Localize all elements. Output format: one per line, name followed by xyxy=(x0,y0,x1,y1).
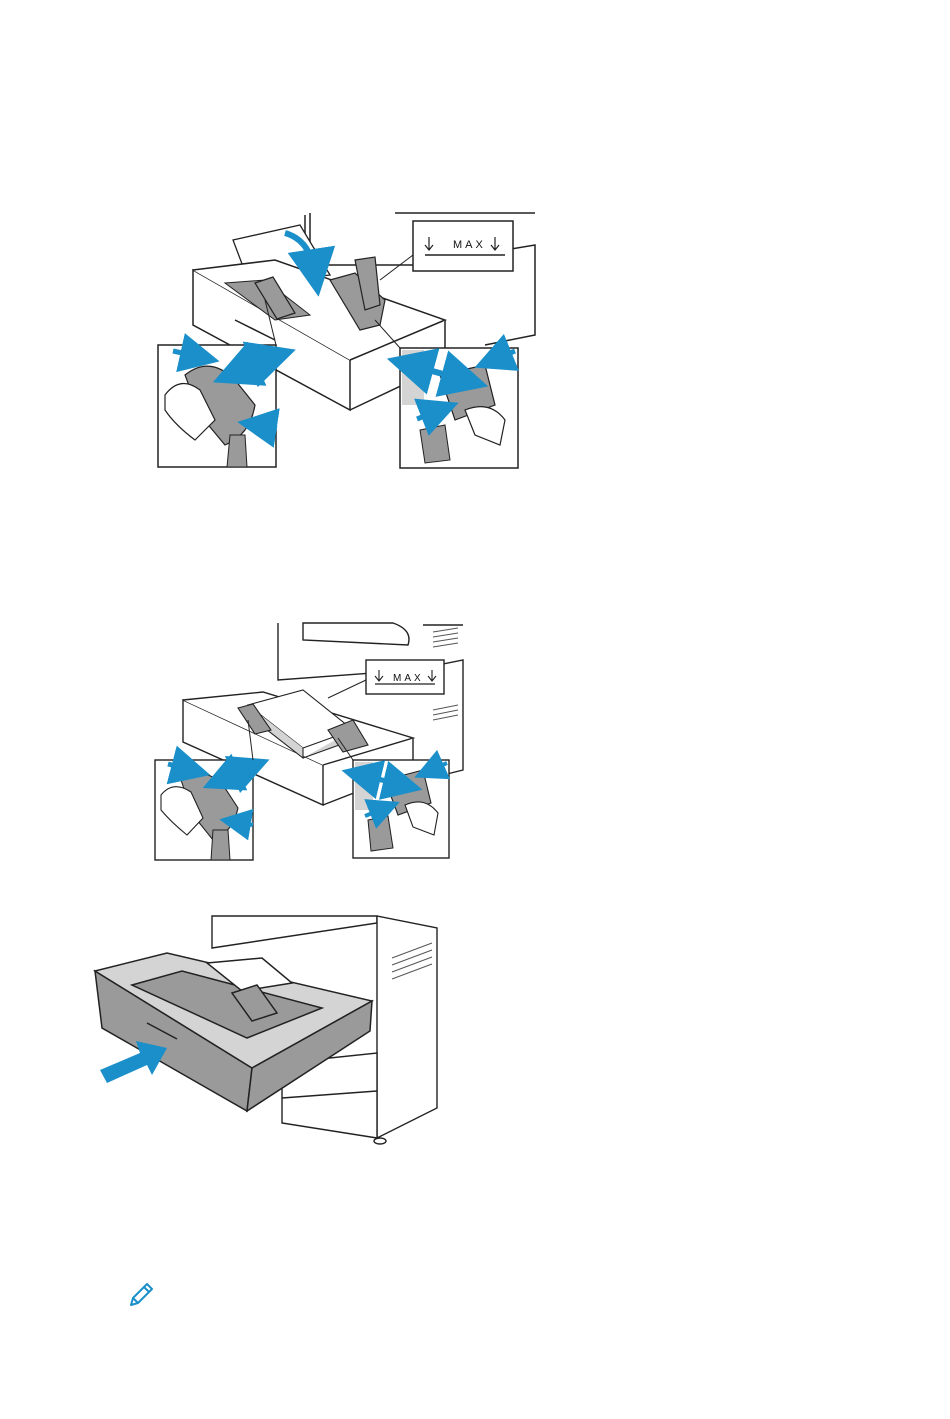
max-label: MAX xyxy=(393,673,424,684)
push-arrow xyxy=(100,1041,167,1083)
close-tray-illustration xyxy=(92,913,440,1145)
max-label: MAX xyxy=(453,239,486,251)
tray-guides-illustration: MAX xyxy=(155,205,540,470)
pencil-icon xyxy=(128,1280,156,1308)
load-paper-illustration: MAX xyxy=(153,620,465,862)
